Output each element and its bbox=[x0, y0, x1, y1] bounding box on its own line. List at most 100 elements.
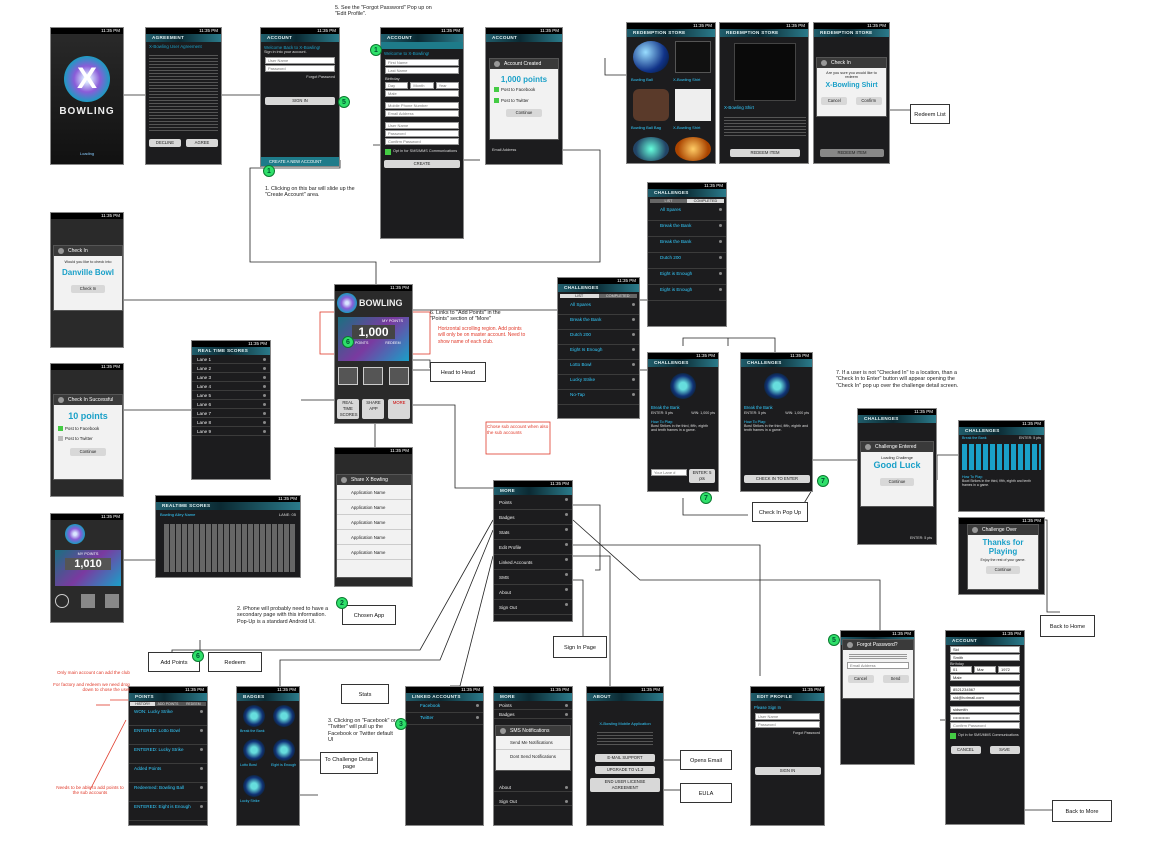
badge-icon[interactable] bbox=[243, 775, 265, 797]
confirm-password-field[interactable]: Confirm Password bbox=[385, 138, 459, 145]
more-item-edit-profile[interactable]: Edit Profile bbox=[494, 540, 572, 555]
challenge-item[interactable]: Break the Bank bbox=[558, 315, 639, 330]
badge-icon[interactable] bbox=[273, 739, 295, 761]
share-app-item[interactable]: Application Name bbox=[337, 545, 411, 560]
challenge-item[interactable]: Break the Bank bbox=[648, 221, 726, 237]
username-field[interactable]: sidsmith bbox=[950, 706, 1020, 713]
decline-button[interactable]: DECLINE bbox=[149, 139, 181, 147]
continue-button[interactable]: Continue bbox=[986, 566, 1020, 574]
post-twitter-option[interactable]: Post to Twitter bbox=[65, 436, 93, 441]
send-notifications-option[interactable]: Send Me Notifications bbox=[496, 736, 570, 750]
more-item-stats[interactable]: Stats bbox=[494, 525, 572, 540]
share-app-item[interactable]: Application Name bbox=[337, 485, 411, 500]
target-icon[interactable] bbox=[55, 594, 69, 608]
phone-field[interactable]: 8521234567 bbox=[950, 686, 1020, 693]
tab-list[interactable]: LIST bbox=[650, 199, 687, 203]
email-support-button[interactable]: E-MAIL SUPPORT bbox=[595, 754, 655, 762]
cancel-button[interactable]: Cancel bbox=[847, 675, 874, 683]
confirm-password-field[interactable]: Confirm Password bbox=[950, 722, 1020, 729]
email-field[interactable]: Email Address bbox=[847, 662, 909, 669]
cancel-button[interactable]: Cancel bbox=[821, 97, 848, 105]
twitter-account[interactable]: Twitter bbox=[406, 713, 483, 725]
month-field[interactable]: Mar bbox=[974, 666, 996, 673]
post-twitter-option[interactable]: Post to Twitter bbox=[501, 98, 529, 103]
eula-button[interactable]: END USER LICENSE AGREEMENT bbox=[590, 778, 660, 792]
challenge-item[interactable]: Dutch 200 bbox=[648, 253, 726, 269]
password-field[interactable]: Password bbox=[265, 65, 335, 72]
challenge-item[interactable]: Lucky Strike bbox=[558, 375, 639, 390]
challenge-item[interactable]: Eight is Enough bbox=[648, 285, 726, 301]
share-app-item[interactable]: Application Name bbox=[337, 515, 411, 530]
redeem-item-button[interactable]: REDEEM ITEM bbox=[730, 149, 800, 157]
lane-row[interactable]: Lane 2 bbox=[192, 364, 270, 373]
username-field[interactable]: User Name bbox=[265, 57, 335, 64]
confirm-button[interactable]: Confirm bbox=[855, 97, 882, 105]
lane-number-field[interactable]: Your Lane # bbox=[651, 469, 687, 476]
day-field[interactable]: 01 bbox=[950, 666, 972, 673]
lane-row[interactable]: Lane 9 bbox=[192, 427, 270, 436]
tab-add-points[interactable]: ADD POINTS bbox=[155, 702, 181, 706]
shirt-image[interactable] bbox=[675, 41, 711, 73]
redeem-item-button[interactable]: REDEEM ITEM bbox=[820, 149, 884, 157]
more-item-points[interactable]: Points bbox=[494, 495, 572, 510]
challenge-item[interactable]: Lotto Bowl bbox=[558, 360, 639, 375]
lane-row[interactable]: Lane 8 bbox=[192, 418, 270, 427]
tab-redeem[interactable]: REDEEM bbox=[180, 702, 206, 706]
badge-icon[interactable] bbox=[243, 705, 265, 727]
save-button[interactable]: SAVE bbox=[989, 746, 1020, 754]
lane-row[interactable]: Lane 7 bbox=[192, 409, 270, 418]
head-to-head-icon[interactable] bbox=[389, 367, 410, 385]
password-field[interactable]: Password bbox=[385, 130, 459, 137]
last-name-field[interactable]: Last Name bbox=[385, 67, 459, 74]
last-name-field[interactable]: Smith bbox=[950, 654, 1020, 661]
phone-field[interactable]: Mobile Phone Number bbox=[385, 102, 459, 109]
first-name-field[interactable]: Sid bbox=[950, 646, 1020, 653]
bag-image[interactable] bbox=[633, 89, 669, 121]
upgrade-button[interactable]: UPGRADE TO v1.2 bbox=[595, 766, 655, 774]
continue-button[interactable]: Continue bbox=[506, 109, 542, 117]
challenge-item[interactable]: Dutch 200 bbox=[558, 330, 639, 345]
agree-button[interactable]: AGREE bbox=[186, 139, 218, 147]
create-button[interactable]: CREATE bbox=[384, 160, 460, 168]
more-item-linked-accounts[interactable]: Linked Accounts bbox=[494, 555, 572, 570]
sign-in-button[interactable]: SIGN IN bbox=[265, 97, 335, 105]
forgot-password-link[interactable]: Forgot Password bbox=[306, 75, 335, 79]
year-field[interactable]: 1972 bbox=[998, 666, 1020, 673]
challenge-item[interactable]: All Spares bbox=[558, 300, 639, 315]
send-button[interactable]: Send bbox=[882, 675, 909, 683]
challenge-item[interactable]: Eight is Enough bbox=[648, 269, 726, 285]
continue-button[interactable]: Continue bbox=[880, 478, 914, 486]
password-field[interactable]: Password bbox=[755, 721, 820, 728]
more-button[interactable]: MORE bbox=[388, 399, 411, 419]
challenge-item[interactable]: Eight Is Enough bbox=[558, 345, 639, 360]
tab-completed[interactable]: COMPLETED bbox=[598, 294, 637, 298]
more-item-sms[interactable]: SMS bbox=[494, 570, 572, 585]
more-item-sign-out[interactable]: Sign Out bbox=[494, 600, 572, 615]
redeem-button[interactable]: REDEEM bbox=[385, 341, 401, 345]
lane-row[interactable]: Lane 4 bbox=[192, 382, 270, 391]
white-shirt-image[interactable] bbox=[675, 89, 711, 121]
tab-history[interactable]: HISTORY bbox=[130, 702, 156, 706]
email-field[interactable]: sid@hotmail.com bbox=[950, 694, 1020, 701]
password-field[interactable]: •••••••••••• bbox=[950, 714, 1020, 721]
checkin-button[interactable]: Check In bbox=[71, 285, 105, 293]
challenge-item[interactable]: No-Tap bbox=[558, 390, 639, 405]
share-app-item[interactable]: Application Name bbox=[337, 530, 411, 545]
share-app-button[interactable]: SHARE APP bbox=[362, 399, 385, 419]
username-field[interactable]: User Name bbox=[755, 713, 820, 720]
challenges-trophy-icon[interactable] bbox=[363, 367, 384, 385]
month-field[interactable]: Month bbox=[410, 82, 434, 89]
post-facebook-option[interactable]: Post to Facebook bbox=[65, 426, 100, 431]
email-field[interactable]: Email Address bbox=[385, 110, 459, 117]
realtime-scores-button[interactable]: REAL TIME SCORES bbox=[336, 399, 359, 419]
badge-icon[interactable] bbox=[243, 739, 265, 761]
checkin-to-enter-button[interactable]: CHECK IN TO ENTER bbox=[744, 475, 810, 483]
create-account-bar[interactable]: CREATE A NEW ACCOUNT bbox=[261, 157, 339, 166]
forgot-password-link[interactable]: Forgot Password bbox=[792, 731, 820, 735]
continue-button[interactable]: Continue bbox=[70, 448, 106, 456]
lane-row[interactable]: Lane 6 bbox=[192, 400, 270, 409]
first-name-field[interactable]: First Name bbox=[385, 59, 459, 66]
post-facebook-option[interactable]: Post to Facebook bbox=[501, 87, 536, 92]
optin-checkbox[interactable] bbox=[950, 733, 956, 739]
year-field[interactable]: Year bbox=[435, 82, 459, 89]
